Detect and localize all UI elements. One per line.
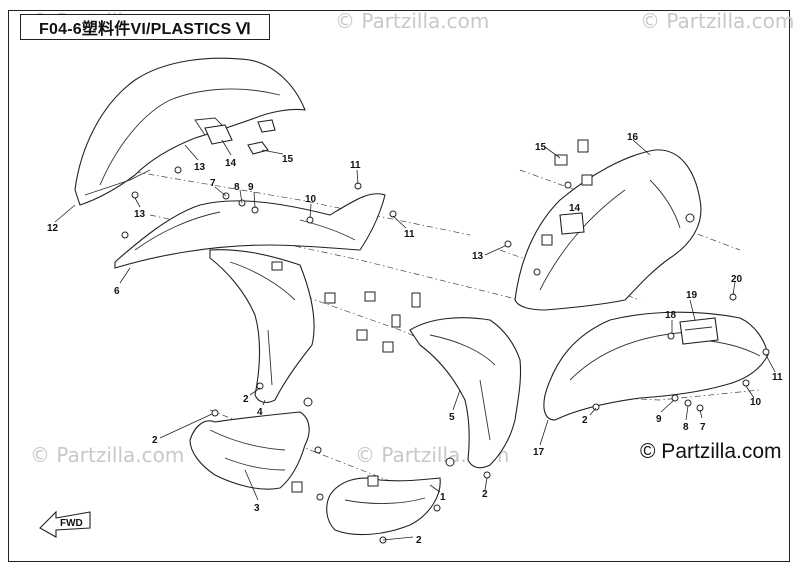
callout-15-right: 15 (535, 142, 547, 153)
watermark-top-right: © Partzilla.com (640, 9, 794, 33)
callout-18: 18 (665, 310, 677, 321)
callout-15-left: 15 (282, 154, 294, 165)
callout-14-left: 14 (225, 158, 237, 169)
title-box: F04-6塑料件VI/PLASTICS Ⅵ (20, 14, 270, 40)
callout-19: 19 (686, 290, 698, 301)
callout-12: 12 (47, 223, 59, 234)
watermark-top-center: © Partzilla.com (335, 9, 489, 33)
callout-10-left: 10 (305, 194, 317, 205)
part-3-left-bottom-cover (189, 411, 310, 490)
callout-3: 3 (254, 503, 260, 514)
callout-2-left-upper: 2 (243, 394, 249, 405)
part-17-right-side-panel (543, 311, 769, 421)
callout-7-left: 7 (210, 178, 216, 189)
part-6-left-side-panel (114, 193, 386, 269)
callout-5: 5 (449, 412, 455, 423)
callout-8-right: 8 (683, 422, 689, 433)
callout-13-left: 13 (134, 209, 146, 220)
callout-1: 1 (440, 492, 446, 503)
callout-13-top: 13 (194, 162, 206, 173)
copyright-notice: © Partzilla.com (640, 440, 782, 463)
callout-2-left: 2 (152, 435, 158, 446)
callout-6: 6 (114, 286, 120, 297)
part-1-bottom-center-piece (326, 477, 441, 536)
callout-2-bottom: 2 (416, 535, 422, 546)
callout-11-right: 11 (772, 372, 783, 383)
fwd-label: FWD (60, 518, 83, 529)
callout-11-left: 11 (404, 229, 415, 240)
callout-14-right: 14 (569, 203, 581, 214)
part-4-left-lower-cover (209, 249, 315, 404)
callout-13-right: 13 (472, 251, 484, 262)
callout-9-right: 9 (656, 414, 662, 425)
part-14-plate-right (559, 212, 585, 235)
part-15-clip-left (247, 119, 276, 155)
callout-2-right: 2 (582, 415, 588, 426)
callout-11-top: 11 (350, 160, 361, 171)
callout-4: 4 (257, 407, 263, 418)
callout-10-right: 10 (750, 397, 762, 408)
diagram-frame (8, 10, 790, 562)
fwd-arrow: FWD (39, 510, 91, 538)
part-12-front-cowl (74, 57, 306, 206)
callout-labels: 12 13 14 15 13 7 8 9 10 11 11 6 2 4 2 3 … (47, 132, 783, 546)
callout-9-left: 9 (248, 182, 254, 193)
callout-17: 17 (533, 447, 545, 458)
watermark-bottom-left: © Partzilla.com (30, 443, 184, 467)
part-19-bracket (679, 317, 719, 345)
part-5-center-fairing (409, 317, 522, 469)
diagram-title: F04-6塑料件VI/PLASTICS Ⅵ (39, 21, 251, 38)
part-16-right-upper-cover (514, 149, 702, 311)
callout-8-left: 8 (234, 182, 240, 193)
callout-2-center: 2 (482, 489, 488, 500)
leader-lines (54, 139, 776, 541)
callout-7-right: 7 (700, 422, 706, 433)
watermarks: © Partzilla.com © Partzilla.com © Partzi… (30, 9, 794, 467)
part-14-plate-left (204, 124, 233, 145)
callout-16: 16 (627, 132, 639, 143)
callout-20: 20 (731, 274, 743, 285)
hardware-fasteners (121, 139, 770, 544)
